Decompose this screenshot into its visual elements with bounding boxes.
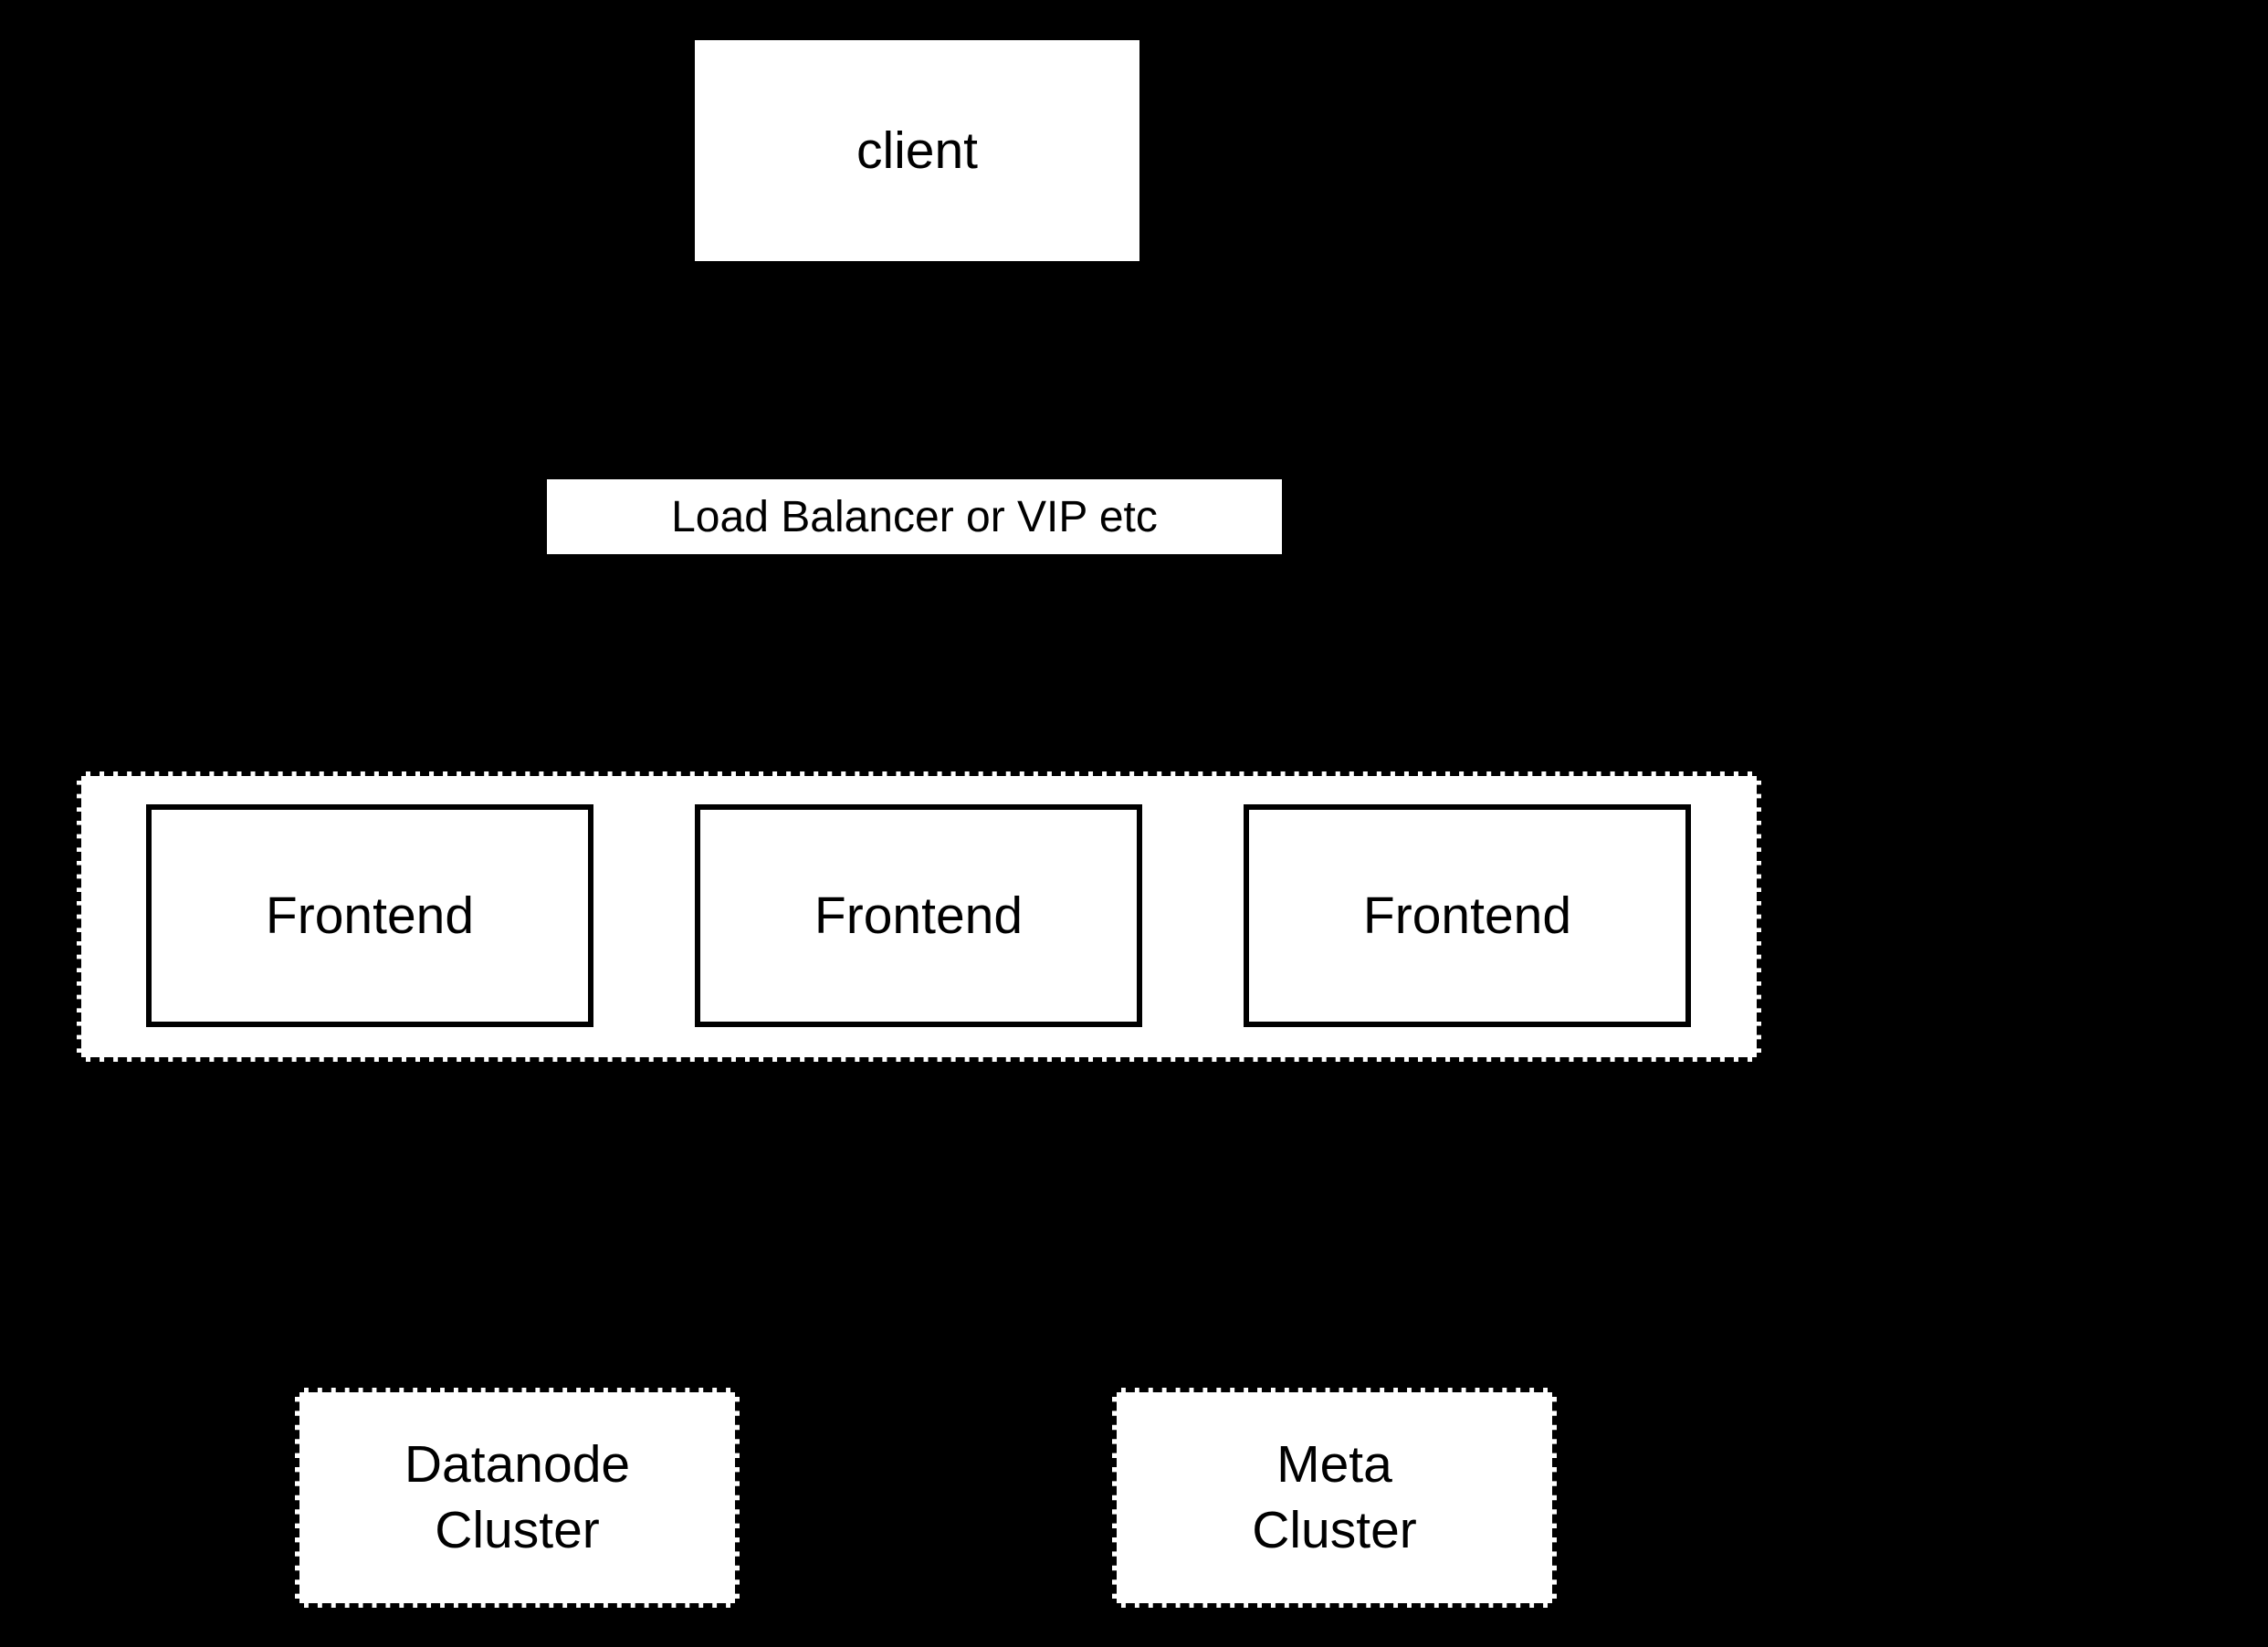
node-load-balancer: Load Balancer or VIP etc bbox=[547, 479, 1282, 554]
node-load-balancer-label: Load Balancer or VIP etc bbox=[671, 492, 1158, 541]
node-datanode-cluster-label: Datanode Cluster bbox=[404, 1435, 631, 1559]
node-client-label: client bbox=[856, 121, 979, 180]
node-frontend-2-label: Frontend bbox=[814, 886, 1024, 945]
node-frontend-1: Frontend bbox=[146, 804, 593, 1027]
node-meta-cluster-label: Meta Cluster bbox=[1252, 1435, 1417, 1559]
node-datanode-cluster: Datanode Cluster bbox=[295, 1388, 740, 1608]
node-frontend-3: Frontend bbox=[1244, 804, 1691, 1027]
node-meta-cluster: Meta Cluster bbox=[1112, 1388, 1557, 1608]
node-frontend-1-label: Frontend bbox=[265, 886, 475, 945]
node-frontend-3-label: Frontend bbox=[1362, 886, 1572, 945]
node-frontend-2: Frontend bbox=[695, 804, 1142, 1027]
node-client: client bbox=[695, 40, 1139, 261]
